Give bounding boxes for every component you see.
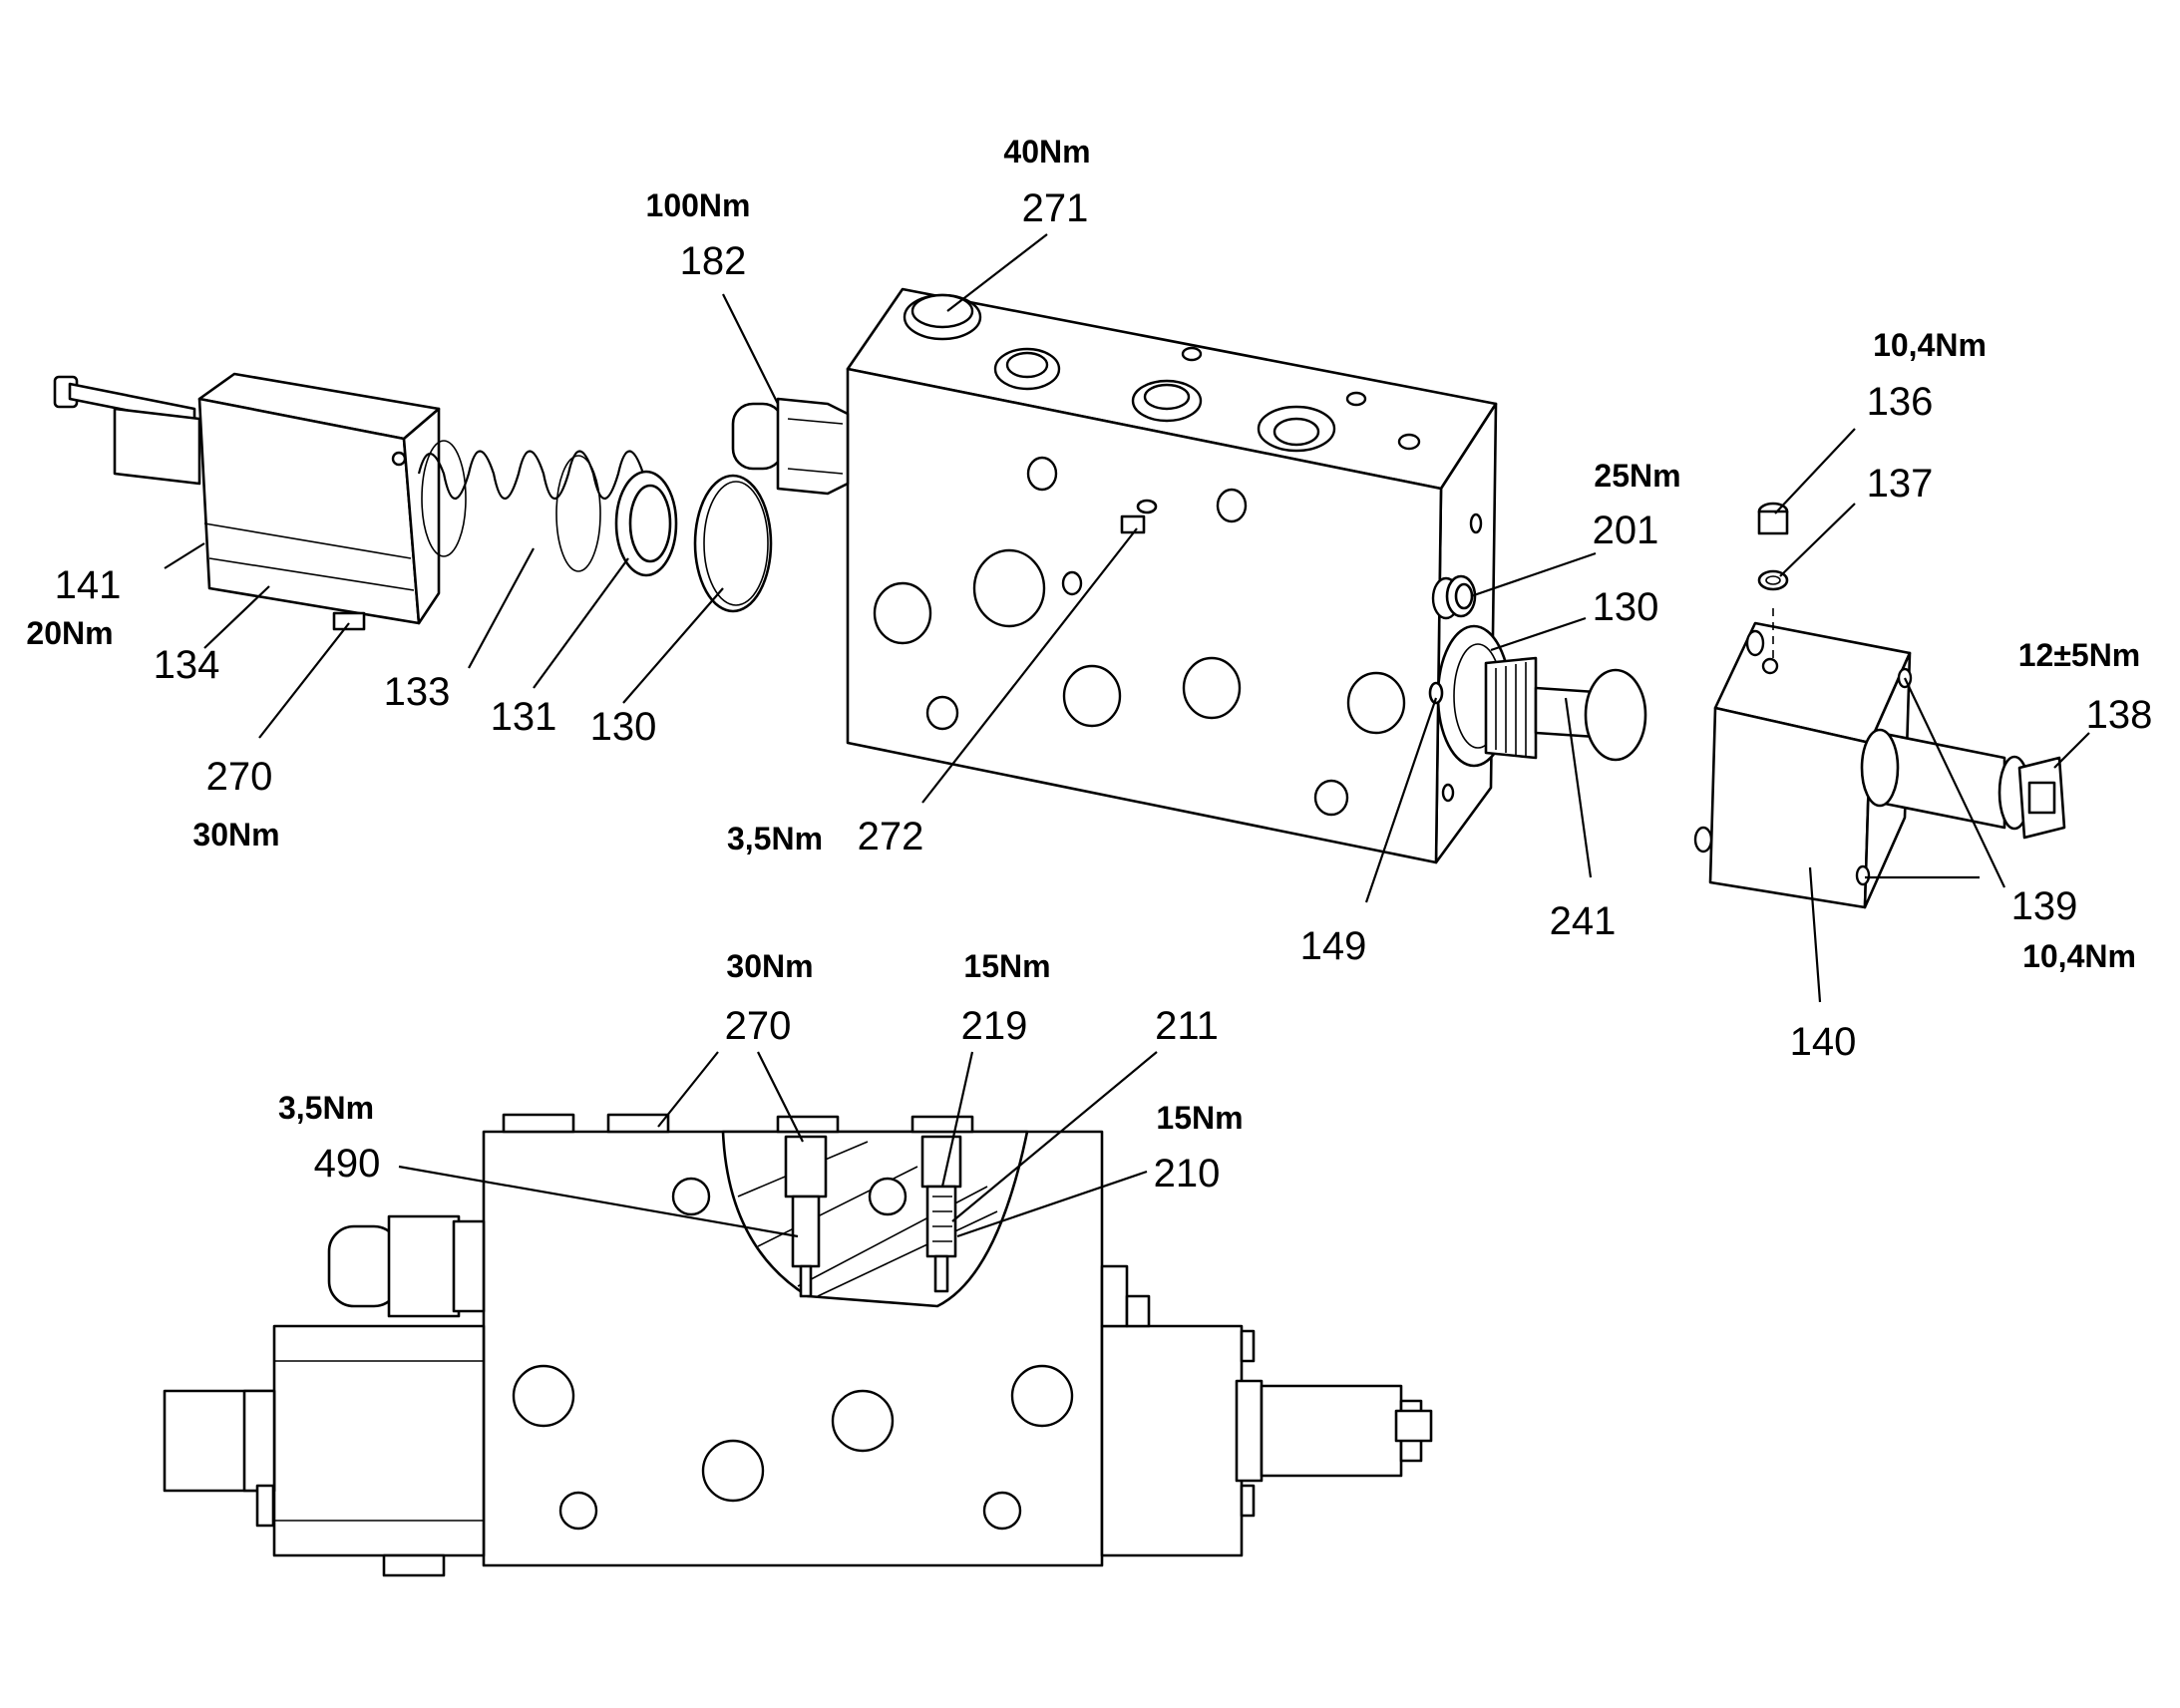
torque-100nm: 100Nm	[646, 187, 751, 223]
plug-201	[1445, 574, 1477, 618]
part-130-right: 130	[1593, 585, 1659, 629]
part-490: 490	[314, 1142, 381, 1186]
leader-lines	[164, 233, 2090, 1238]
torque-25nm: 25Nm	[1594, 458, 1680, 494]
spool-241	[1484, 656, 1647, 762]
solenoid-right-140	[1693, 621, 2066, 909]
torque-30nm-bottom: 30Nm	[726, 948, 813, 984]
part-271: 271	[1022, 186, 1089, 230]
valve-section-view	[163, 1113, 1433, 1577]
torque-15nm-a: 15Nm	[963, 948, 1050, 984]
part-137: 137	[1867, 462, 1934, 506]
torque-15nm-b: 15Nm	[1156, 1100, 1243, 1136]
part-272: 272	[858, 815, 924, 858]
torque-3-5nm-bottom: 3,5Nm	[278, 1090, 374, 1126]
part-241: 241	[1550, 899, 1617, 943]
seal-131	[614, 470, 678, 577]
part-211: 211	[1155, 1004, 1219, 1048]
part-136: 136	[1867, 380, 1934, 424]
fitting-182	[731, 397, 850, 496]
oring-130-left	[693, 474, 773, 613]
screw-272	[1120, 499, 1158, 534]
part-133: 133	[384, 670, 451, 714]
part-138: 138	[2086, 693, 2153, 737]
valve-block-main	[846, 287, 1498, 864]
torque-3-5nm-top: 3,5Nm	[727, 821, 823, 856]
part-210: 210	[1154, 1152, 1221, 1196]
part-201: 201	[1593, 509, 1659, 552]
part-130-left: 130	[590, 705, 657, 749]
part-134: 134	[154, 643, 220, 687]
part-149: 149	[1300, 924, 1367, 968]
callout-labels: 40Nm 271 100Nm 182 10,4Nm 136 137 25Nm 2…	[26, 134, 2152, 1196]
torque-10-4nm-top: 10,4Nm	[1873, 327, 1987, 363]
spring-133	[417, 440, 645, 572]
torque-40nm: 40Nm	[1003, 134, 1090, 170]
torque-10-4nm-bottom: 10,4Nm	[2022, 938, 2136, 974]
solenoid-left-134	[53, 372, 441, 631]
torque-20nm: 20Nm	[26, 615, 113, 651]
part-270-bottom: 270	[725, 1004, 792, 1048]
part-219: 219	[961, 1004, 1028, 1048]
torque-12nm: 12±5Nm	[2018, 637, 2141, 673]
torque-30nm-top: 30Nm	[192, 817, 279, 853]
part-182: 182	[680, 239, 747, 283]
part-139: 139	[2011, 884, 2078, 928]
part-140: 140	[1790, 1020, 1857, 1064]
part-141: 141	[55, 563, 122, 607]
oring-149	[1428, 681, 1444, 705]
bolt-136	[1757, 502, 1789, 535]
part-131: 131	[491, 695, 557, 739]
part-270-top: 270	[206, 755, 273, 799]
